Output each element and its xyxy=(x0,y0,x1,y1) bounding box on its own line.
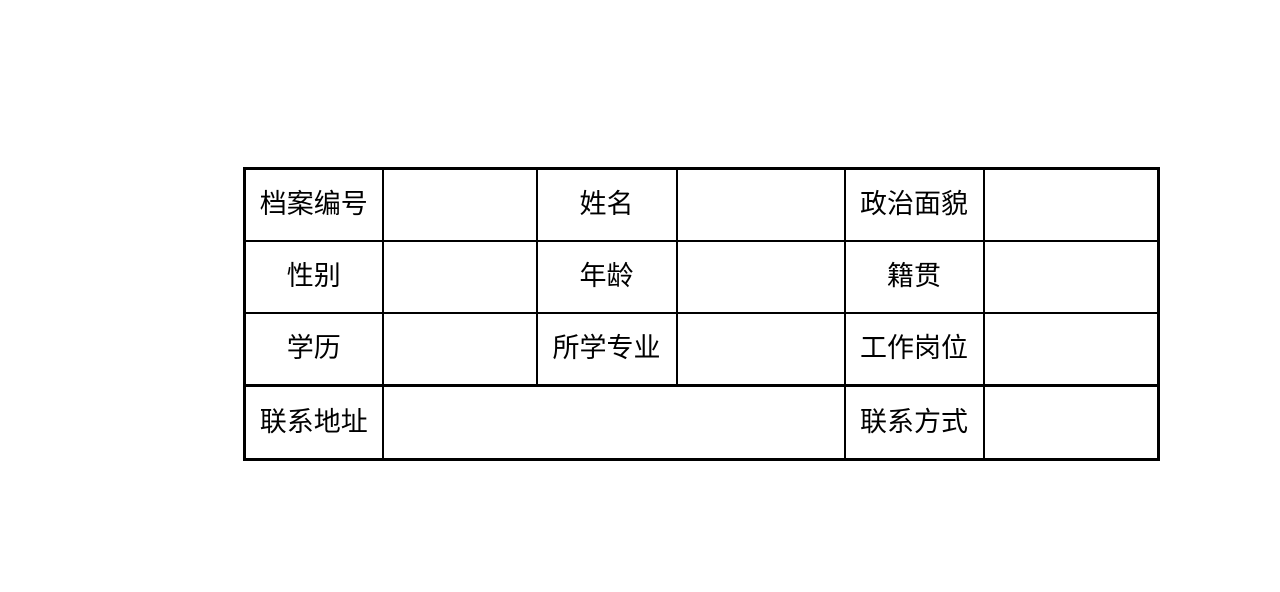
value-major[interactable] xyxy=(675,311,846,387)
label-age: 年龄 xyxy=(535,240,678,314)
value-native-place[interactable] xyxy=(982,240,1160,314)
value-political-status[interactable] xyxy=(982,167,1160,243)
table-row: 联系地址 联系方式 xyxy=(243,384,1160,461)
label-education: 学历 xyxy=(243,311,384,387)
label-native-place: 籍贯 xyxy=(843,240,985,314)
value-gender[interactable] xyxy=(381,240,538,314)
value-job-position[interactable] xyxy=(982,311,1160,387)
table-row: 档案编号 姓名 政治面貌 xyxy=(243,167,1160,243)
label-archive-number: 档案编号 xyxy=(243,167,384,243)
label-name: 姓名 xyxy=(535,167,678,243)
archive-personal-info-table: 档案编号 姓名 政治面貌 性别 年龄 籍贯 学历 所学专业 工作岗位 xyxy=(243,167,1160,461)
table-row: 性别 年龄 籍贯 xyxy=(243,240,1160,314)
label-gender: 性别 xyxy=(243,240,384,314)
value-education[interactable] xyxy=(381,311,538,387)
value-contact-method[interactable] xyxy=(982,384,1160,461)
value-archive-number[interactable] xyxy=(381,167,538,243)
label-political-status: 政治面貌 xyxy=(843,167,985,243)
value-name[interactable] xyxy=(675,167,846,243)
value-contact-address[interactable] xyxy=(381,384,846,461)
label-major: 所学专业 xyxy=(535,311,678,387)
label-contact-address: 联系地址 xyxy=(243,384,384,461)
form-table: 档案编号 姓名 政治面貌 性别 年龄 籍贯 学历 所学专业 工作岗位 xyxy=(243,167,1160,461)
label-contact-method: 联系方式 xyxy=(843,384,985,461)
value-age[interactable] xyxy=(675,240,846,314)
table-row: 学历 所学专业 工作岗位 xyxy=(243,311,1160,387)
label-job-position: 工作岗位 xyxy=(843,311,985,387)
